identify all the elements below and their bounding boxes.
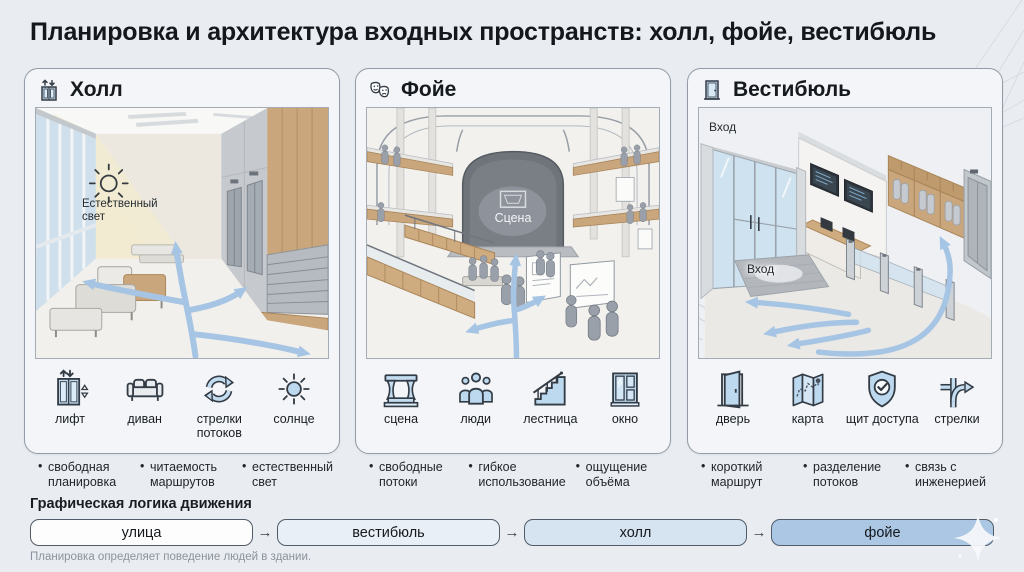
- feature-stage: сцена: [364, 367, 438, 427]
- bullet: гибкое использование: [468, 459, 565, 491]
- panel-foyer-header: Фойе: [356, 69, 670, 107]
- movement-flow: улица → вестибюль → холл → фойе: [30, 519, 994, 546]
- flow-arrow-icon: →: [257, 524, 273, 541]
- footer-note: Планировка определяет поведение людей в …: [30, 551, 312, 563]
- hall-illustration: Естественный свет: [35, 107, 329, 359]
- turnstiles: [845, 238, 955, 322]
- natural-light-caption: Естественный свет: [82, 198, 158, 224]
- flow-arrows: [744, 236, 953, 357]
- sun-icon: [278, 373, 310, 405]
- feature-sofa: диван: [108, 367, 182, 441]
- vestibule-bullets: короткий маршрут разделение потоков связ…: [687, 459, 999, 491]
- panel-vestibule-title: Вестибюль: [733, 77, 852, 101]
- flow-arrows: [82, 241, 311, 358]
- people-icon: [458, 372, 493, 405]
- feature-access-shield: щит доступа: [845, 367, 919, 427]
- feature-elevator: лифт: [33, 367, 107, 441]
- stairs-icon: [533, 371, 566, 406]
- entrance-mat: [734, 254, 830, 298]
- hall-bullets: свободная планировка читаемость маршруто…: [24, 459, 336, 491]
- flow-arrow-icon: →: [751, 524, 767, 541]
- sparkle-logo: [953, 513, 1003, 563]
- branch-arrows-icon: [940, 378, 975, 408]
- vestibule-illustration: Вход Вход: [698, 107, 992, 359]
- panel-vestibule-header: Вестибюль: [688, 69, 1002, 107]
- theater-masks-icon: [370, 81, 390, 97]
- feature-flow-arrows: стрелки потоков: [182, 367, 256, 441]
- door-icon: [704, 79, 720, 100]
- entrance-caption-mat: Вход: [747, 262, 775, 276]
- sun-glyph: [88, 163, 129, 204]
- bullet: естественный свет: [242, 459, 334, 491]
- shelving: [260, 244, 328, 331]
- foyer-scene: [367, 108, 659, 358]
- feature-window: окно: [588, 367, 662, 427]
- hall-feature-row: лифт диван: [25, 359, 339, 445]
- wall-cap: [798, 131, 887, 182]
- info-screens: [810, 162, 873, 213]
- feature-door: дверь: [696, 367, 770, 427]
- panel-foyer-title: Фойе: [401, 77, 457, 101]
- feature-sun: солнце: [257, 367, 331, 441]
- page-title: Планировка и архитектура входных простра…: [30, 18, 937, 46]
- access-shield-icon: [868, 370, 897, 408]
- coat-rack: [887, 154, 967, 240]
- panel-hall: Холл: [24, 68, 340, 454]
- elevator-icon: [57, 369, 89, 406]
- bullet: свободные потоки: [369, 459, 458, 491]
- flow-heading: Графическая логика движения: [30, 496, 252, 512]
- grand-stairs: [367, 244, 476, 320]
- flow-step-vestibule: вестибюль: [277, 519, 500, 546]
- elevator-wall: [221, 108, 268, 321]
- panel-hall-title: Холл: [70, 77, 123, 101]
- feature-map: карта: [771, 367, 845, 427]
- cycle-arrows-icon: [204, 375, 235, 403]
- hall-scene: [36, 108, 328, 358]
- elevator: [963, 168, 991, 280]
- upper-stairs: [404, 214, 496, 266]
- bullet: ощущение объёма: [576, 459, 665, 491]
- foyer-bullets: свободные потоки гибкое использование ощ…: [355, 459, 667, 491]
- bullet: разделение потоков: [803, 459, 895, 491]
- glass-wall: [36, 108, 97, 312]
- vestibule-scene: [699, 108, 991, 358]
- bullet: свободная планировка: [38, 459, 130, 491]
- map-icon: [792, 373, 824, 407]
- flow-step-foyer: фойе: [771, 519, 994, 546]
- feature-people: люди: [439, 367, 513, 427]
- window-icon: [610, 372, 640, 407]
- door-icon: [717, 370, 749, 409]
- panel-hall-header: Холл: [25, 69, 339, 107]
- flow-arrows: [465, 252, 547, 358]
- bullet: короткий маршрут: [701, 459, 793, 491]
- feature-stairs: лестница: [513, 367, 587, 427]
- foyer-feature-row: сцена люди: [356, 359, 670, 431]
- panel-foyer: Фойе: [355, 68, 671, 454]
- flow-arrow-icon: →: [504, 524, 520, 541]
- flow-step-street: улица: [30, 519, 253, 546]
- bullet: связь с инженерией: [905, 459, 997, 491]
- flow-step-hall: холл: [524, 519, 747, 546]
- foyer-illustration: Сцена: [366, 107, 660, 359]
- entrance-caption-wall: Вход: [709, 120, 737, 134]
- stage-caption: Сцена: [494, 211, 532, 225]
- sofa-icon: [126, 378, 163, 401]
- feature-branch-arrows: стрелки: [920, 367, 994, 427]
- stage-icon: [383, 374, 419, 408]
- elevator-icon: [41, 78, 57, 101]
- back-bench: [131, 244, 184, 264]
- bullet: читаемость маршрутов: [140, 459, 232, 491]
- vestibule-feature-row: дверь карта щит досту: [688, 359, 1002, 431]
- panel-vestibule: Вестибюль: [687, 68, 1003, 454]
